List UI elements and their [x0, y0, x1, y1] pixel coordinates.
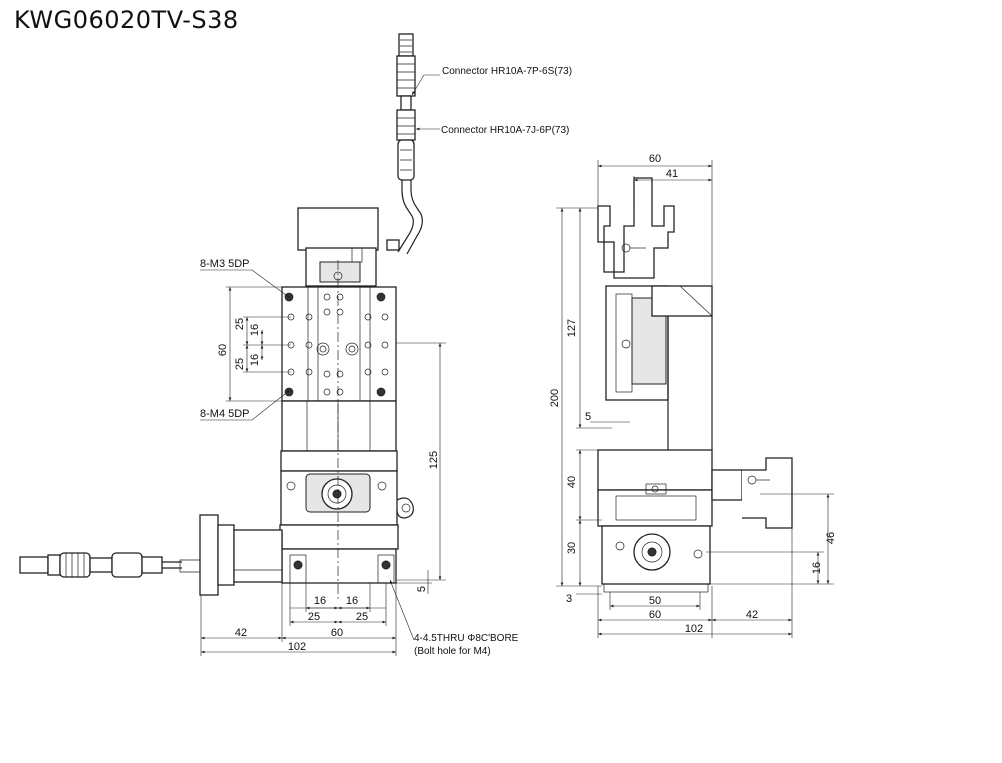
dim-front-16b: 16	[249, 354, 261, 366]
side-view	[556, 160, 834, 638]
drawing-title: KWG06020TV-S38	[14, 6, 239, 34]
left-cable	[19, 552, 182, 578]
motor-block	[297, 207, 379, 251]
dim-side-3: 3	[566, 593, 572, 605]
dim-side-60: 60	[649, 609, 661, 621]
dim-front-60: 60	[217, 344, 229, 356]
dim-bottom-16a: 16	[314, 595, 326, 607]
dim-front-5: 5	[416, 586, 428, 592]
dim-front-25b: 25	[234, 358, 246, 370]
bolt-hole-note: (Bolt hole for M4)	[414, 646, 491, 657]
dim-side-50: 50	[649, 595, 661, 607]
front-view	[19, 33, 446, 656]
dim-front-25a: 25	[234, 318, 246, 330]
dim-bottom-25b: 25	[356, 611, 368, 623]
dim-side-60-top: 60	[649, 153, 661, 165]
top-cable	[386, 33, 423, 255]
dim-side-102: 102	[685, 623, 703, 635]
dim-front-16a: 16	[249, 324, 261, 336]
bolt-hole-label: 4-4.5THRU Φ8C'BORE	[414, 633, 519, 644]
dim-bottom-102: 102	[288, 641, 306, 653]
dim-bottom-16b: 16	[346, 595, 358, 607]
dim-side-42: 42	[746, 609, 758, 621]
dim-bottom-60: 60	[331, 627, 343, 639]
dim-side-30: 30	[566, 542, 578, 554]
dim-side-200: 200	[549, 389, 561, 407]
dim-side-46: 46	[825, 532, 837, 544]
dim-side-5: 5	[585, 411, 591, 423]
dim-side-40: 40	[566, 476, 578, 488]
connector-label-2: Connector HR10A-7J-6P(73)	[441, 125, 569, 136]
dim-side-16: 16	[811, 562, 823, 574]
tap-m4-label: 8-M4 5DP	[200, 408, 250, 420]
dim-front-125: 125	[428, 451, 440, 469]
dim-side-41: 41	[666, 168, 678, 180]
dim-bottom-25a: 25	[308, 611, 320, 623]
connector-label-1: Connector HR10A-7P-6S(73)	[442, 66, 572, 77]
dim-bottom-42: 42	[235, 627, 247, 639]
dim-side-127: 127	[566, 319, 578, 337]
top-table	[281, 286, 397, 402]
tap-m3-label: 8-M3 5DP	[200, 258, 250, 270]
